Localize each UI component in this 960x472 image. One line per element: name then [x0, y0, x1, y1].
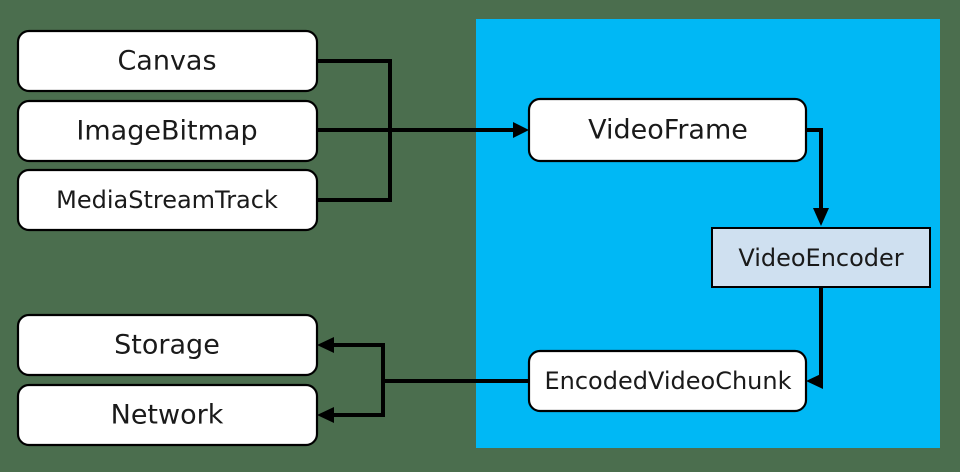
arrowhead-into-storage — [317, 337, 334, 353]
node-video-frame-label: VideoFrame — [588, 115, 748, 146]
edge-canvas-to-video-frame — [317, 59, 392, 130]
node-canvas-label: Canvas — [117, 46, 216, 77]
node-encoded-video-chunk-label: EncodedVideoChunk — [544, 367, 791, 395]
node-storage[interactable]: Storage — [16, 313, 319, 377]
node-encoded-video-chunk[interactable]: EncodedVideoChunk — [527, 349, 808, 413]
node-canvas-shape — [16, 29, 319, 93]
node-video-encoder-shape — [711, 227, 931, 288]
node-storage-shape — [16, 313, 319, 377]
edge-encoded-video-chunk-to-network — [331, 381, 385, 417]
node-image-bitmap-label: ImageBitmap — [76, 116, 257, 147]
arrowhead-into-network — [317, 407, 334, 423]
node-video-encoder[interactable]: VideoEncoder — [711, 227, 931, 288]
node-media-stream-track-label: MediaStreamTrack — [56, 186, 278, 214]
edge-video-frame-to-video-encoder — [806, 128, 823, 212]
node-image-bitmap-shape — [16, 99, 319, 163]
node-video-encoder-label: VideoEncoder — [738, 244, 903, 272]
node-network-label: Network — [111, 400, 224, 431]
edge-encoded-video-chunk-to-storage — [331, 343, 385, 381]
node-network[interactable]: Network — [16, 383, 319, 447]
node-media-stream-track-shape — [16, 168, 319, 232]
arrowhead-into-video-encoder — [813, 208, 829, 226]
node-video-frame-shape — [527, 97, 808, 163]
node-storage-label: Storage — [114, 330, 220, 361]
node-image-bitmap[interactable]: ImageBitmap — [16, 99, 319, 163]
node-video-frame[interactable]: VideoFrame — [527, 97, 808, 163]
edge-media-stream-track-to-video-frame — [317, 130, 392, 202]
arrowhead-into-video-frame — [513, 122, 529, 138]
node-encoded-video-chunk-shape — [527, 349, 808, 413]
node-network-shape — [16, 383, 319, 447]
node-canvas[interactable]: Canvas — [16, 29, 319, 93]
arrowhead-into-encoded-video-chunk — [806, 373, 823, 389]
node-media-stream-track[interactable]: MediaStreamTrack — [16, 168, 319, 232]
